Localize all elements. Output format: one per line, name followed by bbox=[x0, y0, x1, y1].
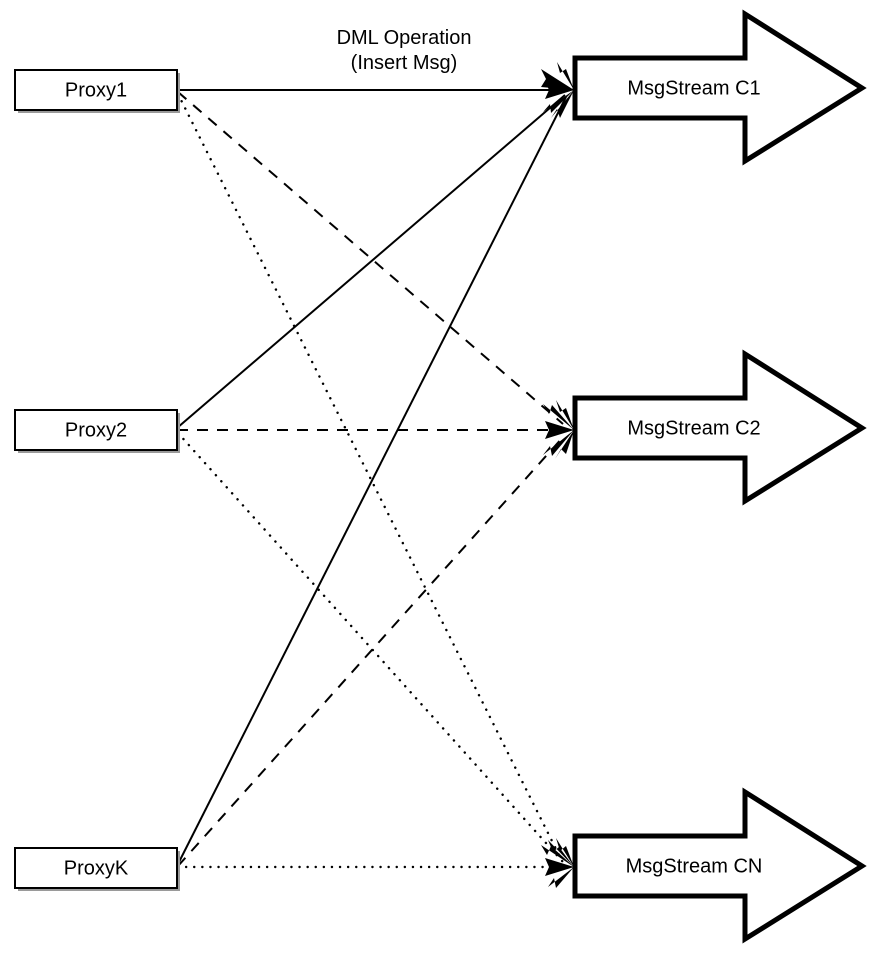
arrowhead-icon bbox=[541, 69, 574, 90]
stream-cn-label: MsgStream CN bbox=[626, 855, 763, 877]
arrowhead-icon bbox=[543, 90, 574, 113]
proxy2-label: Proxy2 bbox=[65, 419, 127, 441]
proxy2-box[interactable] bbox=[14, 409, 178, 451]
link-proxy1-to-stream-cn[interactable] bbox=[176, 92, 564, 863]
proxy-nodes-layer: Proxy1 Proxy2 ProxyK bbox=[14, 69, 180, 891]
stream-node-cn[interactable]: MsgStream CN bbox=[572, 787, 867, 944]
link-proxyk-to-stream-c1[interactable] bbox=[176, 96, 567, 867]
link-proxy2-to-stream-cn[interactable] bbox=[176, 431, 565, 864]
arrowhead-icon bbox=[548, 840, 574, 867]
arrowhead-group-stream-c2 bbox=[543, 400, 574, 459]
proxyk-label: ProxyK bbox=[64, 857, 129, 879]
arrowhead-icon bbox=[541, 845, 574, 867]
links-layer bbox=[176, 89, 568, 869]
stream-node-c2[interactable]: MsgStream C2 bbox=[572, 349, 867, 506]
proxy-node-proxyk[interactable]: ProxyK bbox=[14, 847, 180, 891]
arrowhead-icon bbox=[556, 838, 574, 867]
stream-cn-arrow-shape[interactable] bbox=[572, 787, 867, 944]
proxyk-box[interactable] bbox=[14, 847, 178, 889]
link-proxyk-to-stream-c2[interactable] bbox=[177, 435, 565, 867]
stream-node-c1[interactable]: MsgStream C1 bbox=[572, 9, 867, 166]
proxy-node-proxy2[interactable]: Proxy2 bbox=[14, 409, 180, 453]
stream-c1-label: MsgStream C1 bbox=[627, 77, 760, 99]
arrowhead-group-stream-cn bbox=[541, 838, 574, 888]
stream-c2-label: MsgStream C2 bbox=[627, 417, 760, 439]
arrowhead-icon bbox=[548, 867, 574, 888]
link-proxy1-to-stream-c2[interactable] bbox=[177, 91, 564, 425]
edge-label-line1: DML Operation bbox=[337, 27, 472, 49]
proxy1-label: Proxy1 bbox=[65, 79, 127, 101]
stream-c1-arrow-shape[interactable] bbox=[572, 9, 867, 166]
link-proxy2-to-stream-c1[interactable] bbox=[176, 94, 566, 429]
edge-label-dml-operation: DML Operation (Insert Msg) bbox=[337, 27, 472, 74]
arrowheads-layer bbox=[541, 62, 574, 888]
stream-nodes-layer: MsgStream C1 MsgStream C2 MsgStream CN bbox=[572, 9, 867, 944]
arrowhead-icon bbox=[545, 858, 574, 876]
arrowhead-icon bbox=[543, 404, 574, 430]
arrowhead-icon bbox=[551, 90, 574, 118]
arrowhead-icon bbox=[545, 421, 574, 439]
stream-c2-arrow-shape[interactable] bbox=[572, 349, 867, 506]
arrowhead-icon bbox=[557, 62, 574, 90]
proxy1-box[interactable] bbox=[14, 69, 178, 111]
arrowhead-icon bbox=[543, 430, 574, 456]
arrowhead-group-stream-c1 bbox=[541, 62, 574, 118]
edge-label-line2: (Insert Msg) bbox=[351, 52, 458, 74]
arrowhead-icon bbox=[555, 430, 574, 459]
proxy-node-proxy1[interactable]: Proxy1 bbox=[14, 69, 180, 113]
arrowhead-icon bbox=[556, 400, 574, 430]
